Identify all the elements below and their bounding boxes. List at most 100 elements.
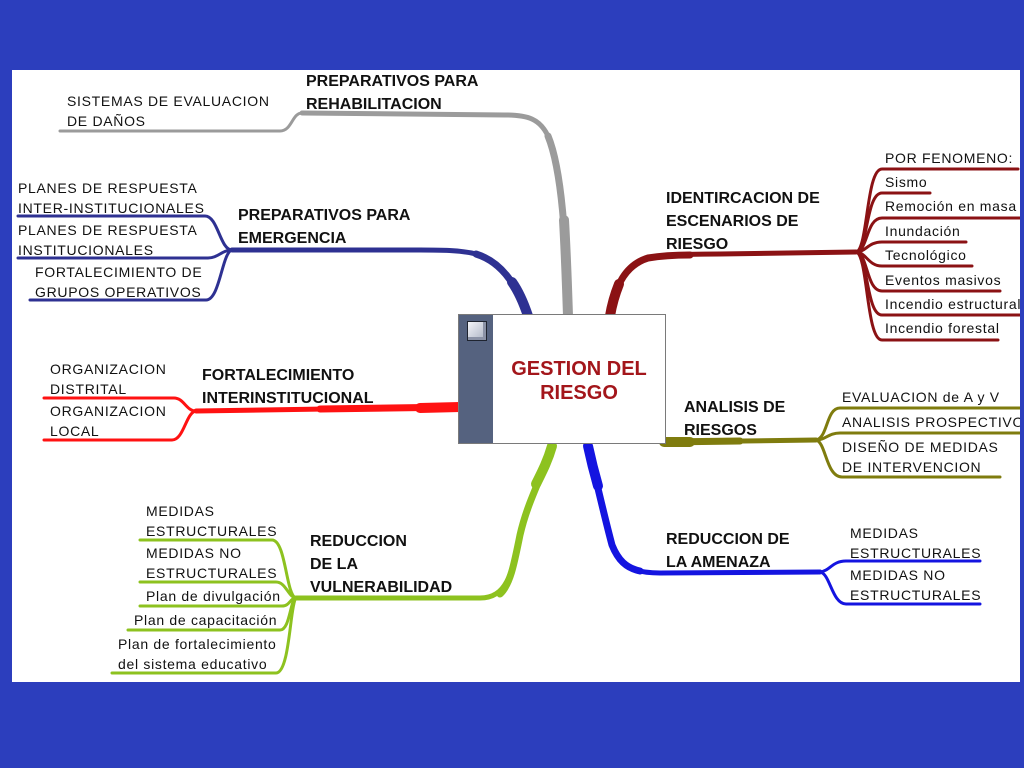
sub-line-planes-inter xyxy=(16,214,234,252)
central-node-sidebar xyxy=(459,315,493,443)
item-line: Plan de fortalecimiento xyxy=(118,636,277,652)
item-sismo: Sismo xyxy=(885,174,928,190)
central-node: GESTION DEL RIESGO xyxy=(458,314,666,444)
item-line: DE INTERVENCION xyxy=(842,459,982,475)
central-node-title: GESTION DEL RIESGO xyxy=(493,357,665,405)
label-line: PREPARATIVOS PARA xyxy=(238,207,411,224)
branch-label-amenaza: REDUCCION DE LA AMENAZA xyxy=(666,528,790,574)
item-planes-inter-institucionales: PLANES DE RESPUESTA INTER-INSTITUCIONALE… xyxy=(18,178,205,218)
label-line: IDENTIRCACION DE xyxy=(666,190,820,207)
item-por-fenomeno: POR FENOMENO: xyxy=(885,150,1014,166)
item-line: MEDIDAS NO xyxy=(850,567,946,583)
label-line: EMERGENCIA xyxy=(238,230,347,247)
label-line: RIESGO xyxy=(666,236,729,253)
item-incendio-forestal: Incendio forestal xyxy=(885,320,1000,336)
sub-line-grupos-operativos xyxy=(28,248,234,302)
branch-label-vulnerabilidad: REDUCCION DE LA VULNERABILIDAD xyxy=(310,530,452,599)
sub-line-medidas-estructurales-a xyxy=(818,559,982,574)
branch-label-analisis: ANALISIS DE RIESGOS xyxy=(684,396,785,442)
item-line: MEDIDAS xyxy=(850,525,919,541)
item-line: DE DAÑOS xyxy=(67,113,146,129)
mind-map-canvas: GESTION DEL RIESGO PREPARATIVOS PARA REH… xyxy=(12,70,1020,682)
item-medidas-estructurales-v: MEDIDAS ESTRUCTURALES xyxy=(146,501,277,541)
item-diseno-medidas: DISEÑO DE MEDIDAS DE INTERVENCION xyxy=(842,437,999,477)
item-line: ESTRUCTURALES xyxy=(850,587,982,603)
item-organizacion-distrital: ORGANIZACION DISTRITAL xyxy=(50,359,167,399)
item-plan-fortalecimiento: Plan de fortalecimiento del sistema educ… xyxy=(118,634,277,674)
label-line: FORTALECIMIENTO xyxy=(202,367,355,384)
trunk-escenarios-base xyxy=(605,279,624,321)
item-line: INSTITUCIONALES xyxy=(18,242,154,258)
item-planes-institucionales: PLANES DE RESPUESTA INSTITUCIONALES xyxy=(18,220,198,260)
item-line: ESTRUCTURALES xyxy=(146,523,278,539)
item-grupos-operativos: FORTALECIMIENTO DE GRUPOS OPERATIVOS xyxy=(35,262,202,302)
square-icon xyxy=(467,321,487,341)
label-line: REDUCCION xyxy=(310,533,407,550)
item-line: GRUPOS OPERATIVOS xyxy=(35,284,202,300)
mind-map-panel: GESTION DEL RIESGO PREPARATIVOS PARA REH… xyxy=(12,70,1020,682)
trunk-vulnerabilidad-base xyxy=(531,441,557,489)
branch-lines-vulnerabilidad xyxy=(110,441,557,675)
branch-lines-rehabilitacion xyxy=(58,110,573,321)
item-line: LOCAL xyxy=(50,423,100,439)
branch-lines-amenaza xyxy=(583,441,982,606)
branch-lines-escenarios xyxy=(605,167,1020,342)
trunk-interinstitucional-base xyxy=(415,402,465,413)
item-plan-divulgacion: Plan de divulgación xyxy=(146,588,281,604)
item-incendio-estructural: Incendio estructural xyxy=(885,296,1020,312)
item-tecnologico: Tecnológico xyxy=(885,247,967,263)
sub-line-incendio-forestal xyxy=(854,250,1000,342)
label-line: PREPARATIVOS PARA xyxy=(306,73,479,90)
sub-line-sistemas-evaluacion xyxy=(58,111,304,133)
label-line: VULNERABILIDAD xyxy=(310,579,453,596)
item-line: MEDIDAS xyxy=(146,503,215,519)
item-analisis-prospectivo: ANALISIS PROSPECTIVO xyxy=(842,414,1020,430)
label-line: ESCENARIOS DE xyxy=(666,213,799,230)
item-eventos-masivos: Eventos masivos xyxy=(885,272,1002,288)
label-line: LA AMENAZA xyxy=(666,554,771,571)
item-line: DISTRITAL xyxy=(50,381,127,397)
item-medidas-estructurales-a: MEDIDAS ESTRUCTURALES xyxy=(850,523,981,563)
item-line: PLANES DE RESPUESTA xyxy=(18,222,198,238)
connector-lines xyxy=(16,110,1020,675)
item-medidas-no-estructurales-a: MEDIDAS NO ESTRUCTURALES xyxy=(850,565,981,605)
label-line: DE LA xyxy=(310,556,358,573)
item-line: del sistema educativo xyxy=(118,656,268,672)
sub-line-medidas-no-estructurales-a xyxy=(818,570,982,606)
trunk-rehabilitacion-base xyxy=(559,215,573,321)
item-line: ESTRUCTURALES xyxy=(146,565,278,581)
item-organizacion-local: ORGANIZACION LOCAL xyxy=(50,401,167,441)
central-title-line: RIESGO xyxy=(540,382,618,404)
item-line: PLANES DE RESPUESTA xyxy=(18,180,198,196)
item-inundacion: Inundación xyxy=(885,223,961,239)
item-line: MEDIDAS NO xyxy=(146,545,242,561)
item-line: ESTRUCTURALES xyxy=(850,545,982,561)
item-line: DISEÑO DE MEDIDAS xyxy=(842,439,999,455)
item-medidas-no-estructurales-v: MEDIDAS NO ESTRUCTURALES xyxy=(146,543,277,583)
label-line: REHABILITACION xyxy=(306,96,442,113)
central-title-line: GESTION DEL xyxy=(511,358,647,380)
branch-label-rehabilitacion: PREPARATIVOS PARA REHABILITACION xyxy=(306,70,478,116)
item-line: SISTEMAS DE EVALUACION xyxy=(67,93,270,109)
sub-line-organizacion-local xyxy=(42,409,198,442)
item-remocion-en-masa: Remoción en masa xyxy=(885,198,1017,214)
branch-lines-emergencia xyxy=(16,214,533,321)
trunk-amenaza-base xyxy=(583,441,603,491)
branch-lines-interinstitucional xyxy=(42,396,465,442)
sub-line-diseno-medidas xyxy=(814,438,1002,479)
trunk-emergencia-base xyxy=(507,277,533,321)
item-line: ORGANIZACION xyxy=(50,361,167,377)
branch-label-interinstitucional: FORTALECIMIENTO INTERINSTITUCIONAL xyxy=(202,364,374,410)
branch-lines-analisis xyxy=(659,406,1020,479)
label-line: ANALISIS DE xyxy=(684,399,786,416)
item-line: INTER-INSTITUCIONALES xyxy=(18,200,205,216)
label-line: RIESGOS xyxy=(684,422,757,439)
item-sistemas-evaluacion: SISTEMAS DE EVALUACION DE DAÑOS xyxy=(67,91,270,131)
item-evaluacion: EVALUACION de A y V xyxy=(842,389,1000,405)
item-plan-capacitacion: Plan de capacitación xyxy=(134,612,278,628)
sub-line-plan-fortalecimiento xyxy=(110,596,298,675)
item-line: FORTALECIMIENTO DE xyxy=(35,264,203,280)
branch-label-escenarios: IDENTIRCACION DE ESCENARIOS DE RIESGO xyxy=(666,187,820,256)
branch-label-emergencia: PREPARATIVOS PARA EMERGENCIA xyxy=(238,204,410,250)
